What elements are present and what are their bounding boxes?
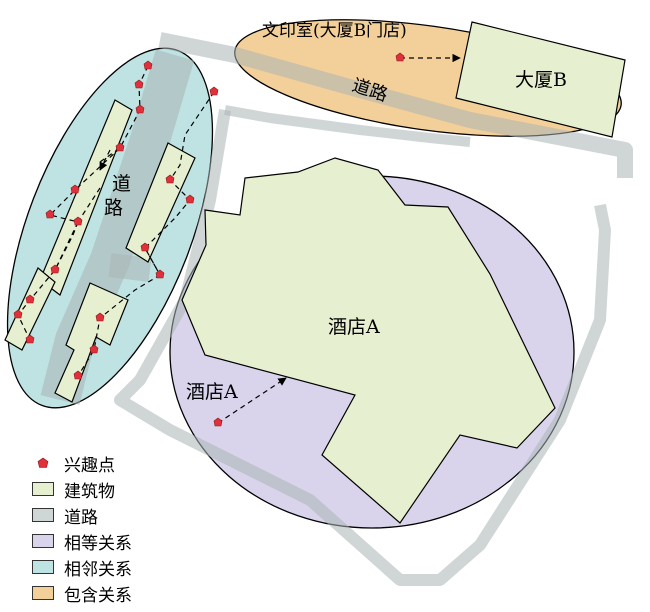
poi-marker: [73, 216, 83, 226]
poi-marker: [13, 309, 23, 319]
poi-link-arrow-hotel: [217, 377, 287, 424]
hotel-a-building-label: 酒店A: [328, 316, 380, 338]
poi-marker-icon: [32, 456, 54, 470]
poi-link-arrow-left: [99, 149, 111, 171]
legend-label: 兴趣点: [64, 455, 115, 476]
legend-label: 相等关系: [64, 533, 132, 554]
legend-item-building: 建筑物: [28, 476, 198, 502]
contain-swatch: [32, 586, 54, 600]
poi-marker: [115, 142, 125, 152]
legend-item-adjacent: 相邻关系: [28, 554, 198, 580]
road-left-label-2: 路: [104, 197, 123, 219]
office-room-label: 文印室(大厦B门店): [262, 21, 407, 41]
poi-marker: [25, 294, 35, 304]
left-building-4: [54, 282, 129, 403]
poi-marker: [45, 209, 55, 219]
poi-marker: [135, 104, 145, 114]
poi-marker: [213, 417, 223, 427]
hotel-a-poi-label: 酒店A: [186, 381, 238, 403]
legend-item-road: 道路: [28, 502, 198, 528]
poi-marker: [155, 269, 165, 279]
hotel-a-building: [181, 157, 556, 524]
legend-item-equal: 相等关系: [28, 528, 198, 554]
legend-label: 包含关系: [64, 585, 132, 606]
poi-marker: [165, 174, 175, 184]
legend-item-contain: 包含关系: [28, 580, 198, 606]
poi-marker: [134, 79, 144, 89]
legend: 兴趣点 建筑物 道路 相等关系 相邻关系 包含关系: [28, 450, 198, 606]
poi-marker: [50, 264, 60, 274]
building-b-label: 大厦B: [515, 69, 567, 91]
poi-marker: [70, 184, 80, 194]
poi-marker: [95, 312, 105, 322]
poi-marker: [89, 344, 99, 354]
buildings: [4, 21, 626, 524]
poi-marker: [395, 52, 405, 62]
poi-marker: [140, 242, 150, 252]
building-swatch: [32, 482, 54, 496]
poi-marker: [185, 194, 195, 204]
poi-marker: [209, 86, 219, 96]
poi-marker: [143, 60, 153, 70]
adjacent-swatch: [32, 560, 54, 574]
road-left-label-1: 道: [112, 173, 131, 195]
legend-label: 道路: [64, 507, 98, 528]
road-swatch: [32, 508, 54, 522]
building-b: [455, 21, 626, 138]
left-building-3: [125, 142, 196, 263]
left-building-1: [39, 99, 133, 296]
legend-label: 相邻关系: [64, 559, 132, 580]
poi-marker: [73, 370, 83, 380]
poi-markers: [13, 52, 405, 427]
legend-item-poi: 兴趣点: [28, 450, 198, 476]
poi-marker: [25, 334, 35, 344]
legend-label: 建筑物: [64, 481, 115, 502]
equal-swatch: [32, 534, 54, 548]
